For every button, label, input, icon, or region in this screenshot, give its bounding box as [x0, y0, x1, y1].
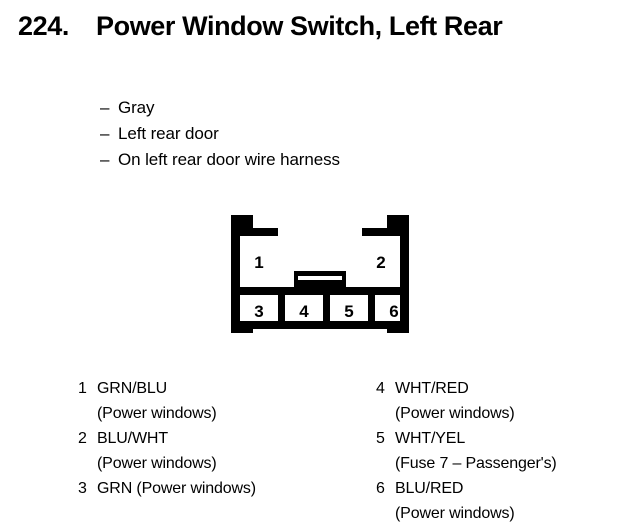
description-list: –Gray –Left rear door –On left rear door…	[100, 95, 560, 173]
dash-bullet-icon: –	[100, 124, 110, 143]
pin-legend-line-main: 3 GRN (Power windows)	[78, 476, 368, 501]
pin-legend-wire-color: WHT/YEL	[395, 430, 466, 447]
pin-legend-wire-color: WHT/RED	[395, 380, 469, 397]
title-block: 224. Power Window Switch, Left Rear	[18, 8, 618, 44]
pin-legend-entry-5: 5 WHT/YEL (Fuse 7 – Passenger's)	[376, 426, 640, 476]
center-locking-tab-slot	[298, 276, 342, 280]
dash-bullet-icon: –	[100, 150, 110, 169]
pin-legend-pin-number: 3	[78, 480, 87, 497]
page-title: 224. Power Window Switch, Left Rear	[18, 8, 618, 44]
pin-number-3: 3	[254, 302, 263, 321]
page-title-text: Power Window Switch, Left Rear	[96, 11, 503, 41]
pin-legend-line-note: (Power windows)	[395, 505, 515, 522]
pin-legend-wire-color: BLU/RED	[395, 480, 464, 497]
pin-legend-line-main: 1 GRN/BLU	[78, 376, 368, 401]
pin-legend-pin-number: 1	[78, 380, 87, 397]
pin-legend-line-main: 5 WHT/YEL	[376, 426, 640, 451]
pin-legend-entry-1: 1 GRN/BLU (Power windows)	[78, 376, 368, 426]
pin-legend-wire-color: GRN (Power windows)	[97, 480, 256, 497]
description-item-label: Gray	[118, 98, 155, 117]
dash-bullet-icon: –	[100, 98, 110, 117]
pin-legend-pin-number: 2	[78, 430, 87, 447]
pin-number-6: 6	[389, 302, 398, 321]
base-rail-left-drop	[231, 321, 253, 333]
description-item-gray: –Gray	[100, 95, 560, 121]
pin-legend-wire-color: GRN/BLU	[97, 380, 168, 397]
description-item-harness: –On left rear door wire harness	[100, 147, 560, 173]
pin-legend-line-note: (Power windows)	[97, 405, 217, 422]
base-rail	[231, 321, 409, 329]
pin-legend-entry-6: 6 BLU/RED (Power windows)	[376, 476, 640, 526]
pin-legend: 1 GRN/BLU (Power windows) 2 BLU/WHT (Power…	[0, 376, 640, 528]
description-item-location: –Left rear door	[100, 121, 560, 147]
pin-legend-pin-number: 6	[376, 480, 385, 497]
pin-number-4: 4	[299, 302, 309, 321]
pin-legend-line-note: (Fuse 7 – Passenger's)	[395, 455, 557, 472]
pin-legend-line-note: (Power windows)	[395, 405, 515, 422]
page-title-number: 224.	[18, 11, 69, 41]
connector-diagram: 1 2 3 4 5 6	[215, 205, 425, 340]
pin-legend-entry-3: 3 GRN (Power windows)	[78, 476, 368, 501]
description-item-label: On left rear door wire harness	[118, 150, 340, 169]
pin-legend-left-column: 1 GRN/BLU (Power windows) 2 BLU/WHT (Power…	[78, 376, 368, 501]
pin-window-1	[240, 236, 278, 287]
pin-legend-line-main: 6 BLU/RED	[376, 476, 640, 501]
pin-legend-entry-2: 2 BLU/WHT (Power windows)	[78, 426, 368, 476]
pin-window-2	[362, 236, 400, 287]
pin-legend-pin-number: 5	[376, 430, 385, 447]
pin-number-5: 5	[344, 302, 353, 321]
pin-legend-wire-color: BLU/WHT	[97, 430, 168, 447]
pin-legend-line-note: (Power windows)	[97, 455, 217, 472]
pin-legend-right-column: 4 WHT/RED (Power windows) 5 WHT/YEL (Fuse …	[376, 376, 640, 526]
pin-legend-line-main: 4 WHT/RED	[376, 376, 640, 401]
pin-legend-entry-4: 4 WHT/RED (Power windows)	[376, 376, 640, 426]
pin-number-2: 2	[376, 253, 385, 272]
pin-legend-pin-number: 4	[376, 380, 385, 397]
pin-number-1: 1	[254, 253, 263, 272]
connector-svg: 1 2 3 4 5 6	[215, 205, 425, 340]
pin-legend-line-main: 2 BLU/WHT	[78, 426, 368, 451]
base-rail-right-drop	[387, 321, 409, 333]
description-item-label: Left rear door	[118, 124, 219, 143]
